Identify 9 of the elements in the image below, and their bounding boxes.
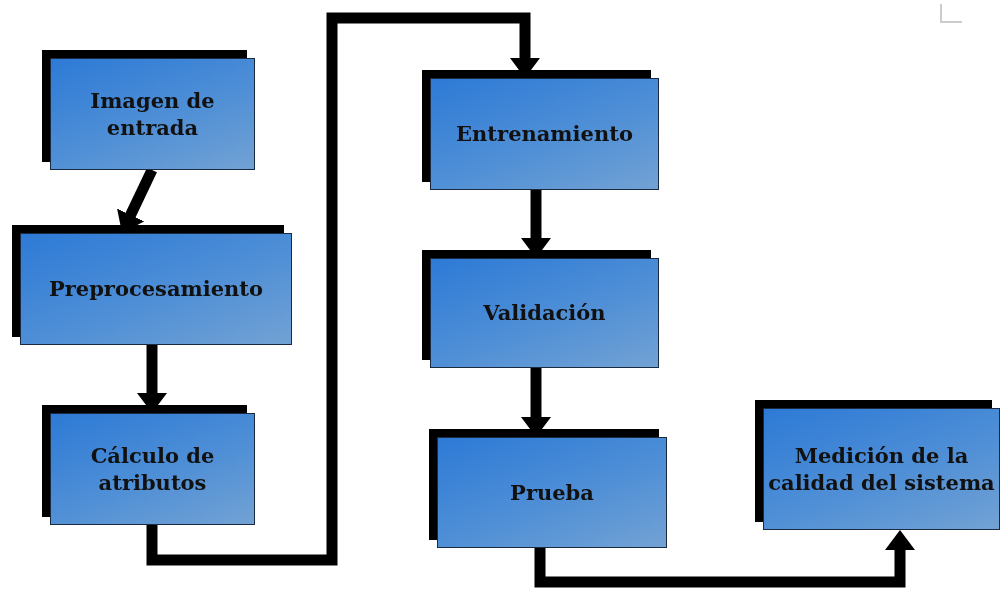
box-label: Validación xyxy=(482,299,607,327)
box-label: Entrenamiento xyxy=(455,120,634,148)
arrow xyxy=(534,530,915,588)
box-label: Prueba xyxy=(509,478,595,507)
box-label: Imagen de entrada xyxy=(89,86,216,142)
box-label: Medición de la calidad del sistema xyxy=(767,441,996,497)
box-label: Preprocesamiento xyxy=(47,275,265,303)
box-label: Cálculo de atributos xyxy=(89,441,216,497)
arrow xyxy=(146,12,540,566)
